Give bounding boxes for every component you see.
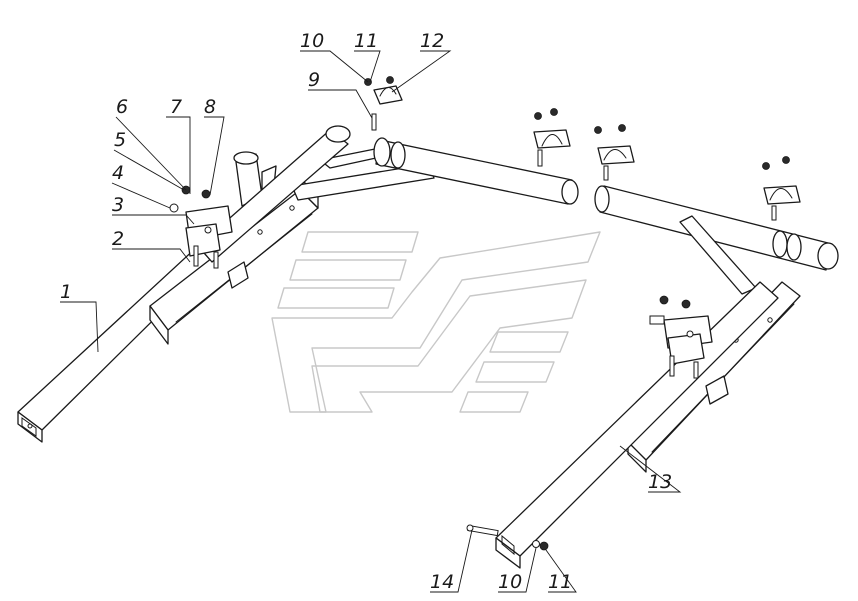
callout-6: 6 [116, 96, 128, 118]
callout-8: 8 [204, 96, 216, 118]
pin-assembly [466, 524, 549, 551]
callout-14: 14 [430, 571, 454, 593]
callout-1: 1 [60, 281, 72, 303]
callout-11-bottom: 11 [548, 571, 572, 593]
right-frame-tube [495, 281, 779, 569]
clamp-mid-left [533, 108, 571, 167]
callout-2: 2 [112, 228, 124, 250]
callout-5: 5 [114, 129, 126, 151]
clamp-right [762, 156, 801, 221]
callout-12: 12 [420, 30, 444, 52]
left-mounting-plate [169, 185, 233, 269]
right-mounting-plate [649, 295, 713, 379]
callout-10-bottom: 10 [498, 571, 522, 593]
left-side-bracket [149, 177, 319, 345]
pivot-arm [197, 125, 351, 263]
callout-10-top: 10 [300, 30, 324, 52]
callout-3: 3 [112, 194, 124, 216]
callout-13: 13 [648, 471, 672, 493]
left-strut [291, 147, 435, 201]
callout-11-top: 11 [354, 30, 378, 52]
left-axle-shaft [373, 137, 579, 205]
callout-7: 7 [170, 96, 182, 118]
leader-lines [60, 50, 682, 593]
clamp-top [364, 76, 403, 131]
left-frame-tube [17, 245, 213, 443]
clamp-mid-right [594, 124, 635, 181]
callout-4: 4 [112, 162, 124, 184]
right-side-bracket [627, 281, 801, 473]
watermark-logo [271, 231, 601, 413]
right-axle-shaft [594, 185, 839, 271]
callout-9: 9 [308, 69, 320, 91]
callout-labels: 1 2 3 4 5 6 7 8 9 10 11 12 13 14 10 11 [60, 30, 672, 593]
